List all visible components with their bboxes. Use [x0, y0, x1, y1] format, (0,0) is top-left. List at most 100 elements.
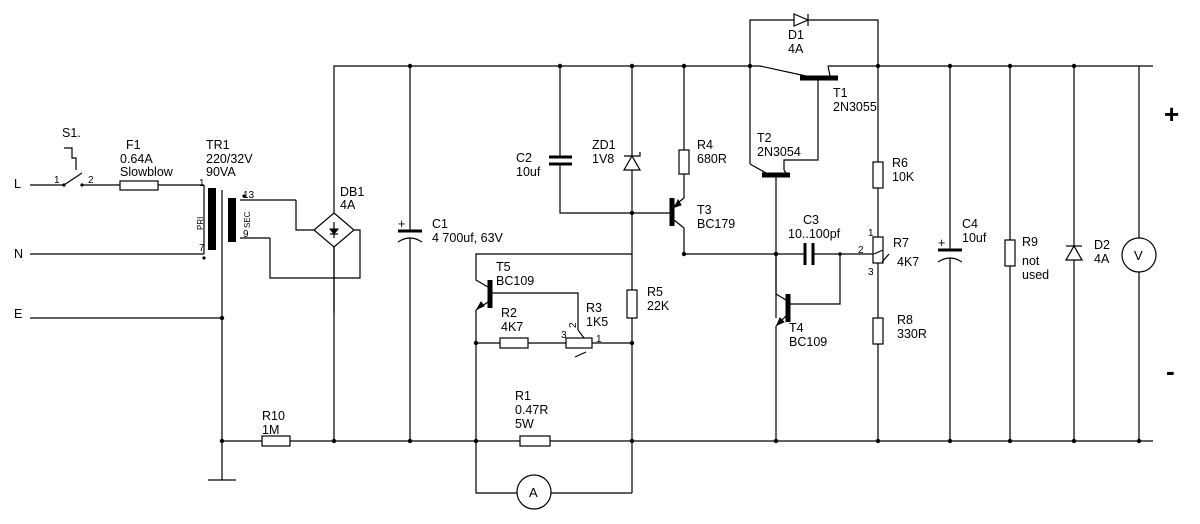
- r2-value: 4K7: [501, 320, 523, 334]
- tr1-pin-sec-bottom: 9: [243, 229, 249, 240]
- neutral-label: N: [14, 247, 23, 261]
- zd1-ref: ZD1: [592, 138, 616, 152]
- ammeter: A: [475, 474, 632, 510]
- r8-value: 330R: [897, 327, 927, 341]
- r7-ref: R7: [893, 236, 909, 250]
- s1-pin1: 1: [54, 175, 60, 186]
- r5-ref: R5: [647, 285, 663, 299]
- r10-value: 1M: [262, 423, 279, 437]
- r3-value: 1K5: [586, 315, 608, 329]
- transistor-t1: T1 2N3055: [759, 65, 877, 170]
- junction-dots: [219, 63, 1142, 444]
- r7-pin2: 2: [858, 245, 864, 256]
- t4-ref: T4: [789, 321, 804, 335]
- c1-polarity: +: [398, 217, 405, 231]
- capacitor-c3: C3 10..100pf: [788, 213, 874, 265]
- r2-ref: R2: [501, 306, 517, 320]
- tr1-pin-pri-top: 1: [199, 178, 205, 189]
- r6-ref: R6: [892, 156, 908, 170]
- c1-ref: C1: [432, 217, 448, 231]
- transistor-t3: T3 BC179: [632, 197, 735, 254]
- r8-ref: R8: [897, 313, 913, 327]
- c1-value: 4 700uf, 63V: [432, 231, 504, 245]
- c4-ref: C4: [962, 217, 978, 231]
- tr1-ratio: 220/32V: [206, 152, 253, 166]
- bridge-rectifier-db1: DB1 4A: [269, 185, 364, 441]
- zener-diode-zd1: ZD1 1V8: [592, 66, 642, 290]
- d2-value: 4A: [1094, 252, 1110, 266]
- fuse-f1: F1 0.64A Slowblow: [119, 138, 174, 191]
- capacitor-c2: C2 10uf: [516, 66, 632, 214]
- r4-value: 680R: [697, 152, 727, 166]
- output-plus-label: +: [1164, 99, 1179, 129]
- t5-type: BC109: [496, 274, 534, 288]
- tr1-power: 90VA: [206, 165, 236, 179]
- c3-value: 10..100pf: [788, 227, 841, 241]
- resistor-r10: R10 1M: [261, 409, 291, 447]
- r3-pin2: 2: [568, 322, 579, 328]
- positive-rail: [333, 65, 760, 313]
- live-label: L: [14, 177, 21, 191]
- db1-value: 4A: [340, 198, 356, 212]
- d1-ref: D1: [788, 28, 804, 42]
- r9-value-line2: used: [1022, 268, 1049, 282]
- r7-pin1: 1: [868, 228, 874, 239]
- switch-s1: S1. 1 2: [54, 126, 94, 187]
- s1-ref: S1.: [62, 126, 81, 140]
- t3-ref: T3: [697, 203, 712, 217]
- output-minus-label: -: [1166, 356, 1175, 386]
- transformer-tr1: TR1 220/32V 90VA 1 7 13 9 PRI SEC: [196, 138, 296, 480]
- potentiometer-r7: 1 2 3 R7 4K7: [858, 228, 919, 318]
- resistor-r9: R9 not used: [1004, 66, 1049, 441]
- t2-type: 2N3054: [757, 145, 801, 159]
- r1-power: 5W: [515, 417, 534, 431]
- ammeter-symbol: A: [529, 485, 538, 500]
- tr1-primary-label: PRI: [196, 217, 205, 230]
- t1-ref: T1: [833, 86, 848, 100]
- voltmeter-symbol: V: [1134, 248, 1143, 263]
- r3-ref: R3: [586, 301, 602, 315]
- c3-ref: C3: [803, 213, 819, 227]
- r7-value: 4K7: [897, 255, 919, 269]
- resistor-r5: R5 22K: [626, 285, 670, 343]
- f1-ref: F1: [126, 138, 141, 152]
- r7-pin3: 3: [868, 267, 874, 278]
- resistor-r6: R6 10K: [872, 66, 915, 237]
- c4-polarity: +: [938, 236, 945, 250]
- potentiometer-r3: 3 2 1 R3 1K5: [561, 301, 632, 358]
- f1-value: 0.64A: [120, 152, 153, 166]
- r3-pin1: 1: [596, 334, 602, 345]
- r1-ref: R1: [515, 389, 531, 403]
- r1-value: 0.47R: [515, 403, 548, 417]
- resistor-r1: R1 0.47R 5W: [515, 343, 633, 493]
- c2-ref: C2: [516, 151, 532, 165]
- tr1-ref: TR1: [206, 138, 230, 152]
- earth-label: E: [14, 307, 22, 321]
- mains-input: L N E: [14, 177, 222, 321]
- voltmeter: V: [1121, 66, 1157, 441]
- r9-value-line1: not: [1022, 254, 1040, 268]
- zd1-value: 1V8: [592, 152, 614, 166]
- r10-ref: R10: [262, 409, 285, 423]
- tr1-pin-pri-bottom: 7: [199, 243, 205, 254]
- c2-value: 10uf: [516, 165, 541, 179]
- resistor-r8: R8 330R: [872, 313, 927, 441]
- transistor-t4: T4 BC109: [775, 254, 841, 441]
- t4-type: BC109: [789, 335, 827, 349]
- resistor-r2: R2 4K7: [476, 306, 566, 349]
- transistor-t5: T5 BC109: [475, 253, 632, 486]
- c4-value: 10uf: [962, 231, 987, 245]
- capacitor-c1: + C1 4 700uf, 63V: [397, 66, 504, 441]
- t5-ref: T5: [496, 260, 511, 274]
- t2-ref: T2: [757, 131, 772, 145]
- r4-ref: R4: [697, 138, 713, 152]
- resistor-r4: R4 680R: [678, 66, 727, 198]
- r5-value: 22K: [647, 299, 670, 313]
- capacitor-c4: + C4 10uf: [937, 66, 987, 441]
- diode-d2: D2 4A: [1064, 66, 1110, 441]
- t1-type: 2N3055: [833, 100, 877, 114]
- t3-type: BC179: [697, 217, 735, 231]
- tr1-pin-sec-top: 13: [243, 190, 255, 201]
- tr1-secondary-label: SEC: [243, 211, 252, 228]
